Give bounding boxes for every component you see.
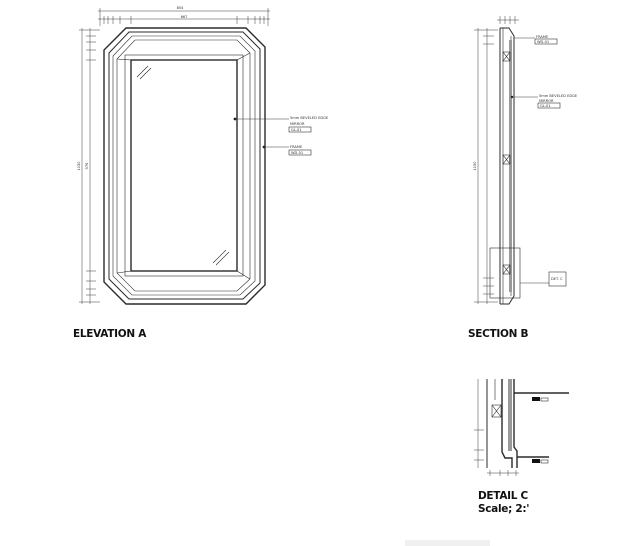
detail-glass-strip bbox=[508, 379, 512, 451]
dim-left-total: 1150 bbox=[77, 161, 81, 171]
mirror-bevel-line bbox=[124, 54, 244, 277]
section-callout-tag: DET. C bbox=[551, 277, 563, 281]
elevation-mirror-note: 5mm BEVELED EDGE MIRROR GL-01 bbox=[233, 116, 329, 133]
dim-top-total: 854 bbox=[177, 6, 185, 10]
elevation-a-view: 854 667 1150 976 5mm BEVELED EDGE MIRROR bbox=[73, 6, 329, 340]
tag-mirror: GL-01 bbox=[291, 128, 302, 132]
detail-c-view: DETAIL C Scale; 2:' bbox=[474, 379, 569, 515]
elevation-top-dimensions: 854 667 bbox=[98, 6, 270, 26]
mirror-glass bbox=[130, 59, 238, 272]
section-note-mirror: 5mm BEVELED EDGE bbox=[539, 94, 578, 98]
dim-left-mid: 976 bbox=[85, 162, 89, 170]
section-left-dimensions: 1150 bbox=[473, 28, 498, 304]
section-top-dimensions bbox=[497, 16, 519, 24]
elevation-left-dimensions: 1150 976 bbox=[77, 28, 100, 304]
section-b-view: DET. C 1150 FRAME WD-01 bbox=[468, 16, 578, 340]
section-note-mirror-sub: MIRROR bbox=[539, 99, 554, 103]
section-front-profile bbox=[500, 27, 515, 305]
section-tag-top: WD-01 bbox=[537, 40, 549, 44]
section-tag-mirror: GL-01 bbox=[540, 104, 551, 108]
dim-top-mid: 667 bbox=[181, 15, 188, 19]
section-glass-strip bbox=[509, 40, 512, 292]
detail-title: DETAIL C bbox=[478, 490, 529, 502]
section-top-note: FRAME WD-01 bbox=[514, 35, 558, 45]
section-block-marks bbox=[502, 51, 511, 275]
glass-reflection-marks bbox=[136, 65, 230, 266]
section-mirror-note: 5mm BEVELED EDGE MIRROR GL-01 bbox=[510, 94, 578, 109]
detail-scale: Scale; 2:' bbox=[478, 503, 529, 515]
frame-outer-outline bbox=[103, 27, 266, 305]
section-note-top: FRAME bbox=[536, 35, 549, 39]
detail-c-callout-box bbox=[489, 247, 521, 299]
scan-artifact bbox=[405, 540, 490, 546]
elevation-frame-note: FRAME WD-01 bbox=[262, 145, 312, 156]
note-mirror: 5mm BEVELED EDGE bbox=[290, 116, 329, 120]
frame-outline-4 bbox=[116, 39, 251, 292]
section-title: SECTION B bbox=[468, 328, 528, 340]
note-frame: FRAME bbox=[290, 145, 303, 149]
section-dim-total: 1150 bbox=[473, 161, 477, 171]
tag-frame: WD-01 bbox=[291, 151, 303, 155]
note-mirror-sub: MIRROR bbox=[290, 122, 305, 126]
frame-outline-2 bbox=[108, 31, 261, 300]
frame-outline-3 bbox=[112, 35, 256, 296]
elevation-title: ELEVATION A bbox=[73, 328, 147, 340]
